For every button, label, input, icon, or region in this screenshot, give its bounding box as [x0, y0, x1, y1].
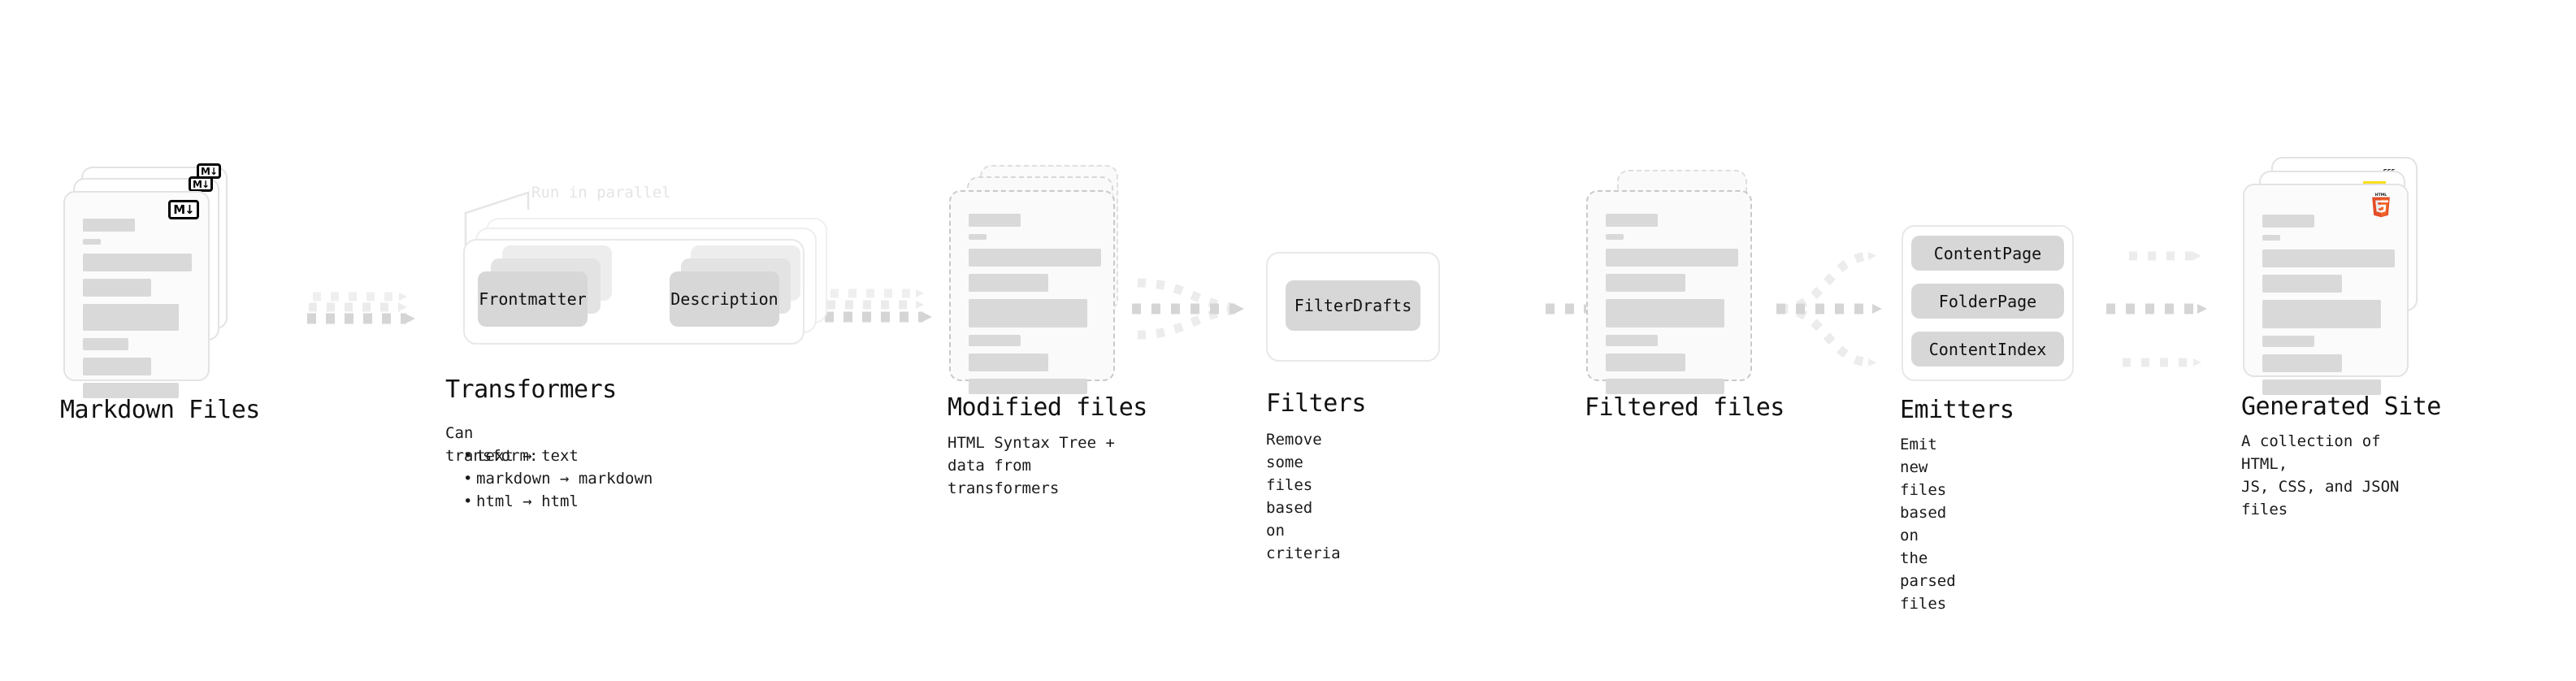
- doc-line: [969, 214, 1021, 227]
- doc-line: [83, 304, 179, 331]
- doc-line: [2262, 380, 2381, 395]
- emitter-chip-contentpage[interactable]: ContentPage: [1911, 236, 2064, 271]
- doc-line: [969, 274, 1048, 292]
- html5-logo-icon: HTML: [2372, 193, 2390, 218]
- doc-line: [969, 379, 1087, 394]
- filter-chip-filterdrafts[interactable]: FilterDrafts: [1286, 280, 1420, 331]
- emitter-chip-contentindex-label: ContentIndex: [1928, 339, 2047, 359]
- doc-line: [2262, 354, 2342, 372]
- stage-markdown-files: M↓ M↓ M↓ Markdown Files: [60, 163, 260, 424]
- doc-line: [83, 254, 192, 271]
- stage-generated-site: CSS HTML: [2241, 157, 2441, 518]
- doc-line: [83, 239, 101, 245]
- filtered-card-front: [1586, 190, 1752, 394]
- emitter-chip-folderpage[interactable]: FolderPage: [1911, 284, 2064, 319]
- markdown-badge-icon: M↓: [168, 200, 199, 219]
- filtered-doc-lines: [1606, 214, 1738, 401]
- emitter-chip-contentindex[interactable]: ContentIndex: [1911, 332, 2064, 367]
- doc-line: [2262, 235, 2280, 241]
- stage-title-generated-site: Generated Site: [2241, 393, 2441, 421]
- doc-line: [2262, 336, 2314, 347]
- arrow-emitters-to-site: [2106, 251, 2207, 367]
- list-item: html → html: [463, 490, 653, 513]
- list-item: text → text: [463, 445, 653, 467]
- doc-line: [2262, 300, 2381, 328]
- transformers-bullet-list: text → text markdown → markdown html → h…: [445, 445, 653, 513]
- site-doc-lines: [2262, 215, 2395, 402]
- emitter-chip-folderpage-label: FolderPage: [1938, 291, 2037, 311]
- doc-line: [969, 249, 1101, 267]
- emitter-chip-contentpage-label: ContentPage: [1933, 243, 2042, 263]
- modified-card-front: [949, 190, 1115, 394]
- markdown-badge-icon-2: M↓: [189, 176, 213, 192]
- filters-desc: Remove some files based on criteria: [1266, 431, 1341, 562]
- modified-doc-lines: [969, 214, 1101, 401]
- markdown-card-front: M↓: [63, 191, 210, 398]
- filter-chip-filterdrafts-label: FilterDrafts: [1294, 296, 1412, 315]
- stage-modified-files: Modified files HTML Syntax Tree + data f…: [948, 165, 1147, 497]
- transformer-chip-description-label: Description: [670, 289, 778, 309]
- doc-line: [1606, 214, 1658, 227]
- doc-line: [1606, 249, 1738, 267]
- stage-title-markdown-files: Markdown Files: [60, 396, 260, 424]
- modified-files-desc: HTML Syntax Tree + data from transformer…: [948, 434, 1115, 497]
- markdown-doc-stack: M↓ M↓ M↓: [63, 163, 234, 398]
- doc-line: [1606, 335, 1658, 346]
- arrow-filtered-to-emitters: [1776, 251, 1882, 367]
- arrow-markdown-to-transformers: [307, 292, 415, 324]
- doc-line: [969, 234, 987, 240]
- stage-title-filtered-files: Filtered files: [1585, 393, 1785, 422]
- stage-filtered-files: Filtered files: [1585, 165, 1785, 422]
- modified-doc-stack: [949, 165, 1136, 394]
- doc-line: [1606, 379, 1724, 394]
- markdown-doc-lines: [83, 219, 193, 406]
- doc-line: [1606, 234, 1624, 240]
- doc-line: [1606, 274, 1685, 292]
- doc-line: [2262, 249, 2395, 267]
- run-in-parallel-label: Run in parallel: [531, 184, 671, 202]
- stage-title-modified-files: Modified files: [948, 393, 1147, 422]
- doc-line: [2262, 215, 2314, 228]
- generated-site-desc: A collection of HTML, JS, CSS, and JSON …: [2241, 432, 2400, 518]
- doc-line: [83, 219, 135, 232]
- filtered-doc-stack: [1586, 165, 1773, 394]
- doc-line: [2262, 275, 2342, 293]
- site-doc-stack: CSS HTML: [2243, 157, 2430, 395]
- doc-line: [83, 338, 128, 350]
- list-item: markdown → markdown: [463, 467, 653, 490]
- transformer-chip-description[interactable]: Description: [670, 271, 779, 327]
- arrow-transformers-to-modified: [825, 288, 932, 323]
- doc-line: [83, 358, 151, 375]
- doc-line: [969, 335, 1021, 346]
- emitters-desc: Emit new files based on the parsed files: [1900, 436, 1956, 613]
- site-card-front: HTML: [2243, 184, 2409, 395]
- doc-line: [1606, 354, 1685, 371]
- transformer-chip-frontmatter-label: Frontmatter: [479, 289, 587, 309]
- doc-line: [969, 299, 1087, 327]
- svg-text:HTML: HTML: [2375, 193, 2387, 197]
- stage-title-emitters: Emitters: [1900, 396, 2014, 424]
- doc-line: [83, 383, 179, 398]
- doc-line: [969, 354, 1048, 371]
- doc-line: [1606, 299, 1724, 327]
- html5-badge-icon: HTML: [2369, 192, 2393, 219]
- transformer-chip-frontmatter[interactable]: Frontmatter: [478, 271, 588, 327]
- stage-title-transformers: Transformers: [445, 375, 617, 404]
- doc-line: [83, 279, 151, 297]
- arrow-modified-to-filters: [1132, 278, 1244, 340]
- stage-title-filters: Filters: [1266, 389, 1366, 418]
